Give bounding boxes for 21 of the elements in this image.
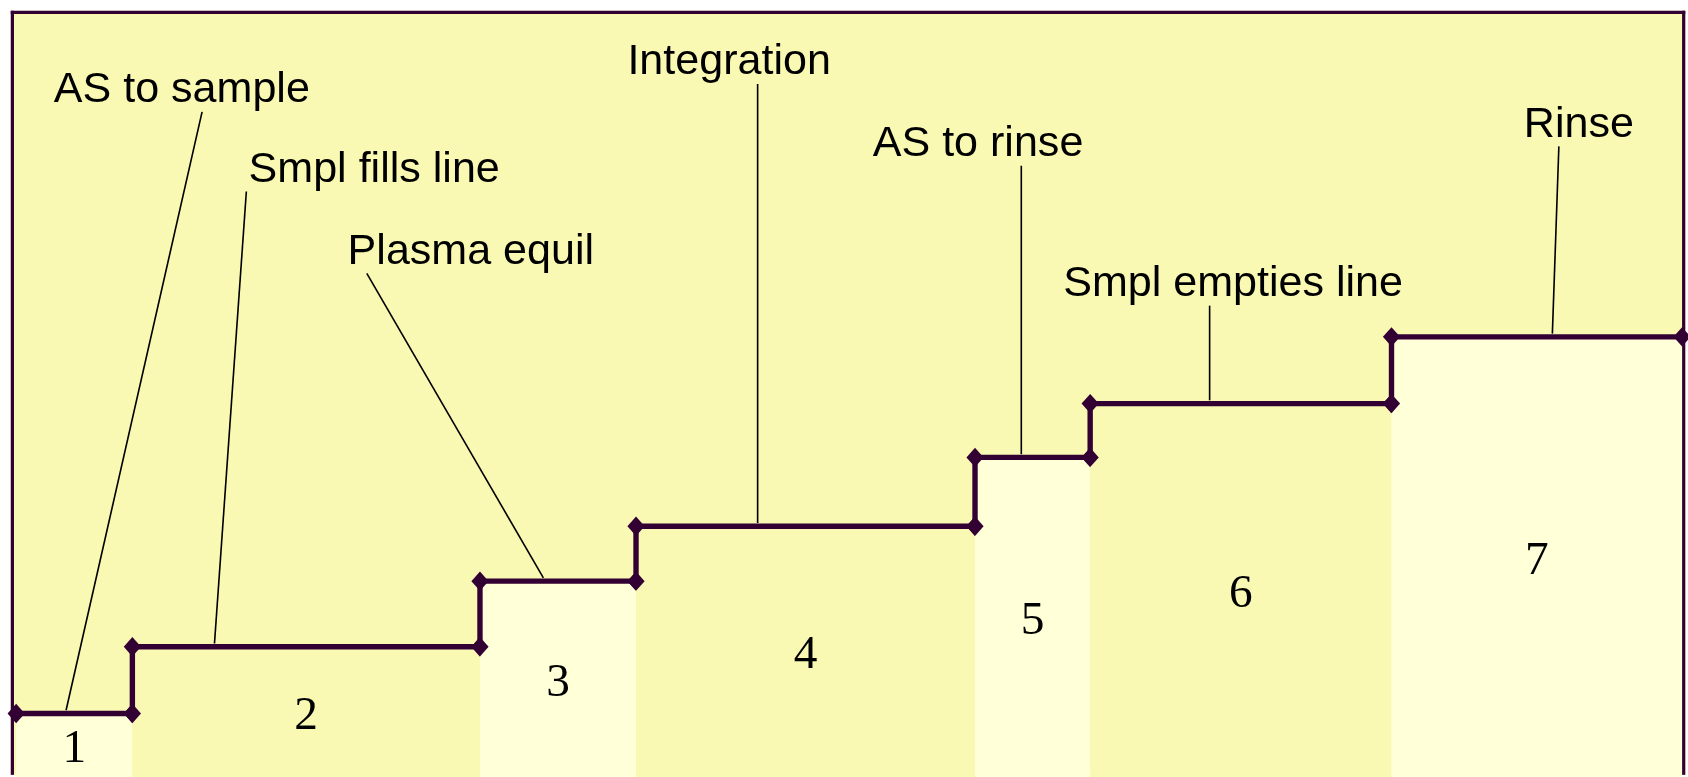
phase-label: Smpl empties line — [1063, 256, 1403, 306]
phase-label: Smpl fills line — [248, 142, 500, 192]
step-number: 4 — [793, 627, 818, 680]
phase-label: AS to sample — [53, 62, 310, 112]
leader-line — [366, 272, 545, 579]
leader-line — [1208, 304, 1211, 402]
phase-label: Integration — [627, 34, 831, 84]
leader-line — [1020, 164, 1023, 455]
step-number: 5 — [1020, 592, 1045, 645]
phase-label: Plasma equil — [347, 223, 595, 274]
step-number: 6 — [1229, 566, 1253, 618]
step-number: 2 — [294, 687, 318, 740]
leader-line — [1551, 145, 1560, 335]
step-number: 7 — [1524, 532, 1549, 585]
leader-line — [65, 111, 203, 712]
phase-label: Rinse — [1523, 96, 1634, 147]
phase-label: AS to rinse — [872, 116, 1084, 166]
step-number: 3 — [546, 654, 570, 707]
leader-line — [213, 190, 248, 645]
leader-line — [756, 83, 759, 524]
step-number: 1 — [62, 721, 87, 773]
